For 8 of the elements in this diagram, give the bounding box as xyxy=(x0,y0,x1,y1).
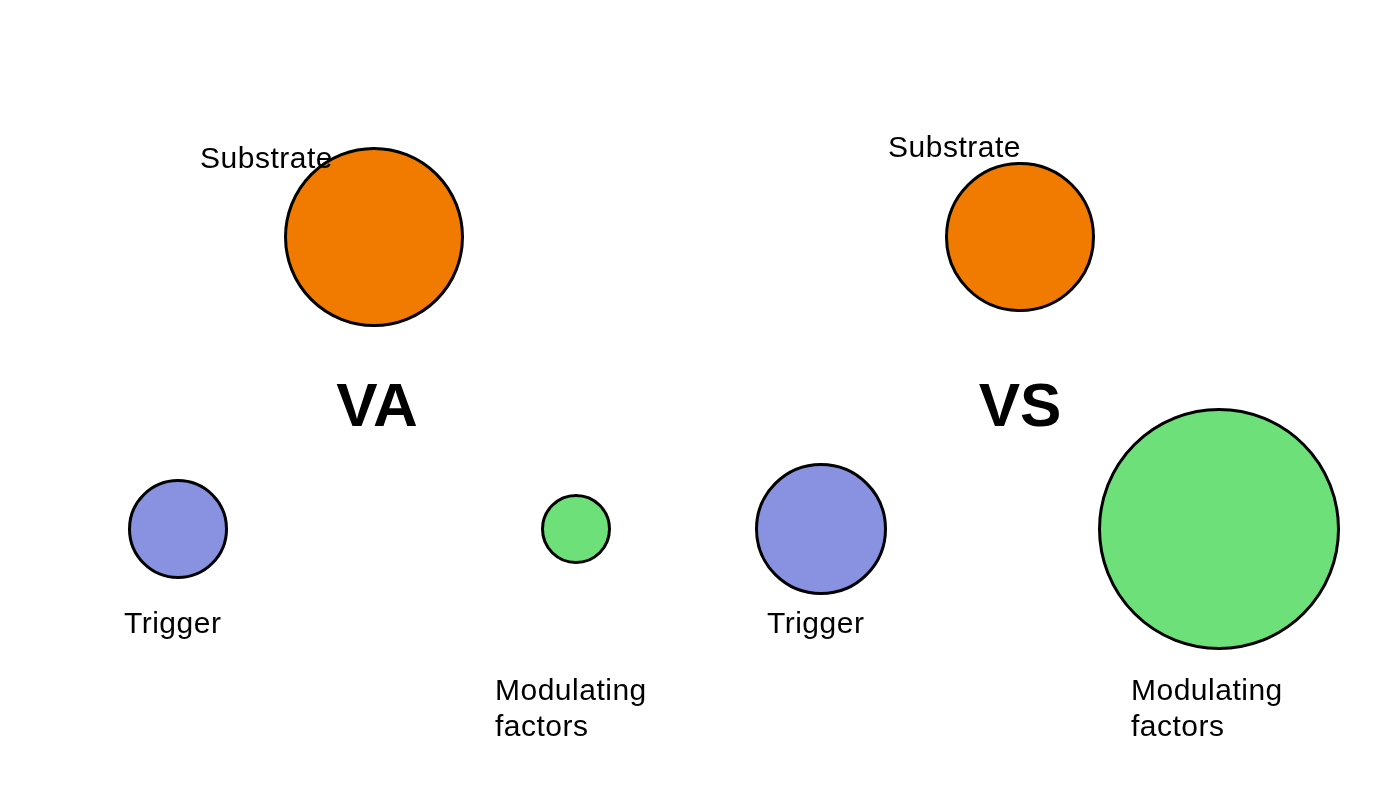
circle-label: Substrate xyxy=(888,129,1022,165)
circle-label: Modulating factors xyxy=(1131,672,1284,744)
circle-label: Trigger xyxy=(124,605,223,641)
circle-label: Trigger xyxy=(767,605,866,641)
circle-label: Substrate xyxy=(200,140,334,176)
circle-label: Modulating factors xyxy=(495,672,648,744)
comparison-heading: VA xyxy=(336,374,418,436)
comparison-heading: VS xyxy=(978,374,1062,436)
